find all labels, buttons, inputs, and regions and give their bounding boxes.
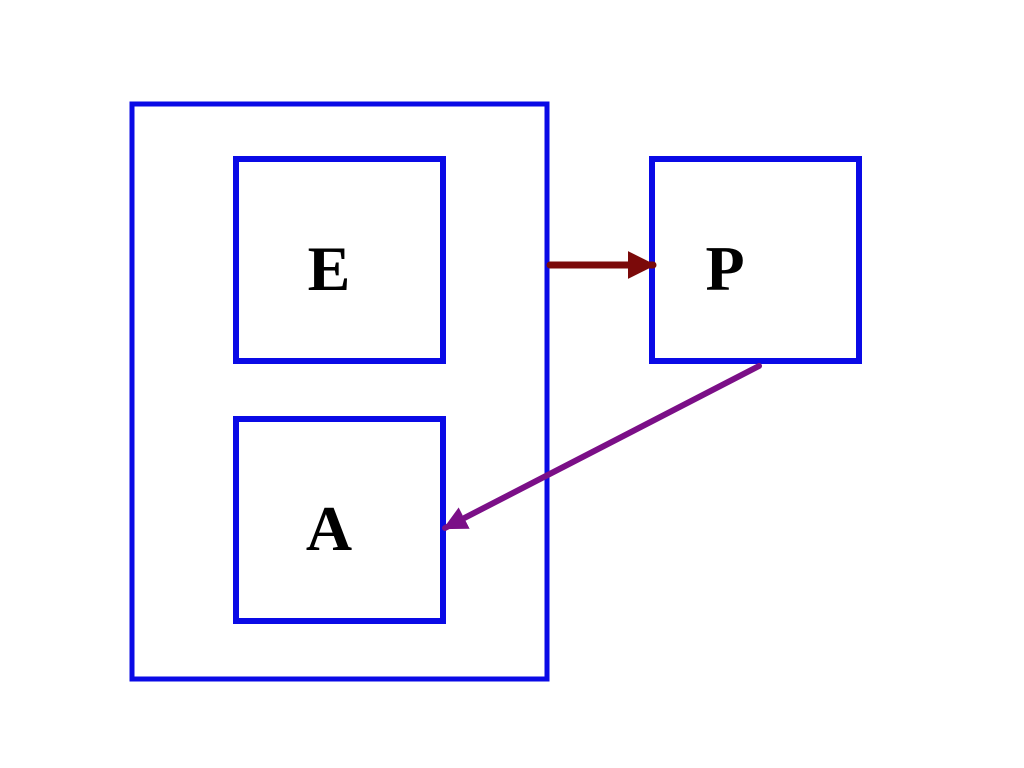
node-a-label: A [306, 493, 352, 564]
node-e-label: E [308, 233, 351, 304]
node-a: A [233, 416, 446, 624]
outer-container-node [129, 101, 550, 682]
node-e: E [233, 156, 446, 364]
node-p-box [649, 156, 862, 364]
edge-p-to-a [442, 363, 762, 531]
node-p: P [649, 156, 862, 364]
outer-container-box [129, 101, 550, 682]
node-e-box [233, 156, 446, 364]
node-p-label: P [705, 233, 744, 304]
